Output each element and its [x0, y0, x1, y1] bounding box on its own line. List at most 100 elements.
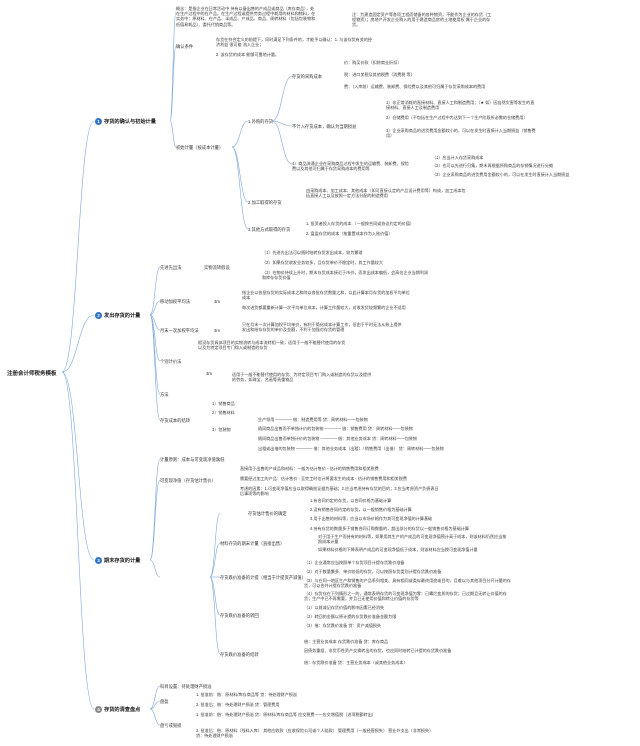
branch-1-label: 存货的确认与初始计量 [104, 119, 156, 125]
b3-nrv[interactable]: 可变现净值（存货估计售价） [160, 478, 216, 483]
b2-principle-desc[interactable]: 实物流转假设 [204, 265, 230, 270]
b1-purchase[interactable]: 1.外购的存货 [248, 119, 274, 124]
b3-estimate-1: 1.有合同约定的存货，以合同价格为基础计算 [310, 498, 392, 503]
b2-weighted-2: 每次进货都要重新计算一次平均单位成本，计算工作量较大，对收发货较频繁的企业不适用 [242, 305, 406, 310]
b2-specific-tag: 3m [206, 371, 212, 376]
b2-weighted[interactable]: 移动加权平均法 [160, 299, 191, 304]
b2-monthly-tag: 3m [214, 328, 220, 333]
b3-estimate[interactable]: 存货估计售价的确定 [248, 511, 287, 516]
b1-recognize-2: 2. 该存货的成本 能够可靠地计量。 [216, 52, 279, 57]
b2-method[interactable]: 方法 [160, 392, 169, 397]
b1-price: 价：购买价款（扣除商业折扣） [344, 60, 402, 65]
b4-loss[interactable]: 盘亏或毁损 [160, 723, 182, 728]
c3d [209, 512, 221, 578]
c2f [149, 314, 161, 421]
b3-reverse[interactable]: 存货跌价准备的转回 [220, 613, 259, 618]
b2-carry-3: 3）包装物 [212, 427, 231, 432]
b1-other-4b: （2）也可以先进行归集，期末再根据所购商品的存销情况进行分摊 [432, 163, 553, 168]
b3-nrv-1: 直接用于出售的产成品和材料：一般为估计售价 - 估计的销售费用和相关税费 [240, 466, 379, 471]
b3-writeoff-2: 因债务重组、非货币性资产交换转出的存货，也应同时结转已计提的存货跌价准备 [304, 648, 452, 653]
b1-other-1: 1）非正常消耗的直接材料、直接人工和制造费用；（★ 如）因自然灾害等发生的直接材… [386, 100, 535, 111]
b2-fifo-1: （1）先进先出法可以随时结转存货发出成本，较为繁琐 [262, 250, 363, 255]
b1-other-cost[interactable]: 不计入存货成本，确认为当期损益 [292, 124, 357, 129]
b2-fifo-3: （3）在物价持续上升时，期末存货成本接近于市价，而发出成本偏低，会高估企业当期利… [262, 270, 429, 281]
b1-process-text: 由采购成本、加工成本、其他成本（如可直接认定的产品设计费用等）构成，加工成本包括… [306, 188, 466, 199]
b3-provision-2: （2）对于数量繁多、单价较低的存货，可以按照存货类别计提存货跌价准备 [304, 569, 442, 574]
c4c [149, 708, 161, 726]
b3-estimate-3: 3.用于出售的材料等，应当以市场价格作为其可变现净值的计算基础 [310, 516, 433, 521]
b1-other-2: 2）仓储费用（不包括在生产过程中为达到下一个生产阶段所必需的仓储费用） [386, 115, 528, 120]
b3-reverse-1: （1）以前减记存货价值的影响因素已经消失 [304, 605, 385, 610]
c3b [149, 479, 161, 561]
b3-nrv-3: 考虑的因素：1.可变现净值应当以取得确凿证据为基础；2.应当考虑持有存货的目的；… [240, 486, 439, 497]
branch-2-label: 发出存货的计量 [104, 313, 141, 319]
b3-reverse-2: （2）转回的金额以原计提的存货跌价准备金额为限 [304, 614, 397, 619]
b2-carry-3d: 出租或出借的包装物 ———— 借：其他业务成本（出租）/ 销售费用（出借） 贷：… [258, 446, 444, 451]
b1-concept: 概念：是指企业在日常活动中 持有以备出售的产成品或商品（库存商品），处在生产过程… [176, 6, 316, 27]
b1-recognize[interactable]: 确认条件 [176, 44, 194, 49]
b1-other-way[interactable]: 3.其他方式取得的存货 [248, 227, 291, 232]
b2-monthly-1: 只在月末一次计算加权平均单价，有利于简化成本计算工作，但由于平时无法从账上提供发… [242, 322, 402, 333]
b1-tax: 税：进口关税及其他税费（消费税 等） [344, 72, 415, 77]
b4-loss-2: 2. 批准后：借：原材料（残料入库） 其他应收款（应收保险公司或个人赔款） 管理… [196, 728, 434, 739]
c1c [169, 120, 177, 148]
b3-estimate-2: 2.没有销售合同约定的存货，以一般销售价格为基础计算 [310, 507, 412, 512]
b3-principle[interactable]: 计量原则：成本与可变现净值孰低 [160, 457, 225, 462]
b1-fee: 费：（入库前）运输费、装卸费、保险费以及其他可归属于存货采购成本的费用 [344, 84, 486, 89]
c1f [231, 146, 249, 230]
b2-specific-2: 适用于一般不能替代使用的存货、为特定项目专门购入或制造的存货以及提供的劳务，如珠… [232, 372, 372, 383]
b1-process[interactable]: 2.加工取得的存货 [248, 200, 282, 205]
b2-monthly[interactable]: 月末一次加权平均法 [160, 328, 199, 333]
branch-3-badge: 3 [95, 557, 102, 565]
c1d [231, 120, 249, 148]
b4-surplus[interactable]: 盘盈 [160, 699, 169, 704]
b3-provision[interactable]: 存货跌价准备的计提（相当于计提资产减值） [220, 575, 306, 580]
b1-cost[interactable]: 存货的采购成本 [292, 74, 323, 79]
b2-fifo-2: （2）如果存货收发业务较多，且存货单价不稳定时，其工作量较大 [262, 260, 383, 265]
c1i [271, 120, 293, 165]
b3-material[interactable]: 材料存货的期末计量（直接出售） [220, 541, 285, 546]
c1h [271, 120, 293, 127]
b2-specific-1: 假设存货具体项目的实物流转与成本流转相一致，适用于一般不能替代使用的存货以及为特… [198, 340, 346, 351]
c1g [271, 75, 293, 122]
branch-4-badge: 4 [95, 706, 102, 714]
c4b [149, 700, 161, 710]
c-root-b2 [61, 314, 95, 373]
b3-nrv-2: 需要经过加工的产品：估计售价 - 至完工时估计将要发生的成本 - 估计的销售费用… [240, 476, 407, 481]
c3e [209, 542, 221, 578]
b3-provision-4: （4）存货存在下列情形之一的，通常表明存货的可变现净值为零：已霉烂变质的存货；已… [304, 591, 507, 602]
b3-writeoff-1: 借：主营业务成本 存货跌价准备 贷：库存商品 [304, 639, 389, 644]
b3-writeoff[interactable]: 存货跌价准备的结转 [220, 652, 259, 657]
b1-recognize-1: 存货在符合定义的前提下，同时满足下列条件的，才能予以确认：1. 与该存货有关的经… [216, 37, 373, 48]
b4-loss-1: 1. 批准前：借：待处理财产损溢 贷：原材料/库存商品等 应交税费——应交增值税… [196, 712, 376, 717]
c1a [169, 11, 177, 122]
b1-other-way-1: 1. 投资者投入存货的成本 （一般按合同或协议约定的价值） [306, 221, 415, 226]
b3-provision-1: （1）企业通常应当按照单个存货项目计提存货跌价准备 [304, 560, 405, 565]
b3-material-1: 对于用于生产而持有的材料等，如果用其生产的产成品的可变现净值预计高于成本，则该材… [318, 534, 507, 545]
c3c [149, 559, 161, 578]
b3-writeoff-3: 借：存货跌价准备 贷：主营业务成本（或其他业务成本） [304, 660, 408, 665]
b4-account[interactable]: 科目设置：待处理财产损溢 [160, 684, 212, 689]
b2-carry[interactable]: 存货成本的结转 [160, 418, 191, 423]
b1-concept-note: 注：为建造固定资产等各项工程而储备的各种物资，不能作为企业的存货（工程物资）；房… [352, 12, 492, 28]
b2-principle[interactable]: 先进先出法 [160, 265, 182, 270]
b1-other-4c: （3）企业采购商品的进货费用金额较小的，可以在发生时直接计入当期损益 [432, 172, 570, 177]
root-node[interactable]: 注册会计师税务模板 [7, 371, 57, 377]
b2-weighted-tag: 3m [214, 299, 220, 304]
b2-carry-1: 1）销售商品 [212, 401, 235, 406]
branch-1-badge: 1 [95, 118, 102, 126]
branch-2-badge: 2 [95, 312, 102, 320]
b1-initial[interactable]: 初始计量（按成本计量） [176, 145, 224, 150]
b3-material-2: 如果材料价格的下降表明产成品的可变现净值低于成本，则该材料应当按可变现净值计量 [318, 547, 478, 552]
c3g [209, 576, 221, 616]
c-root-b1 [61, 120, 95, 373]
b2-carry-3b: 随同商品出售而不单独计价的包装物 ———— 借：销售费用 贷：周转材料——包装物 [258, 426, 413, 431]
b2-specific[interactable]: 个别计价法 [160, 359, 182, 364]
b3-reverse-3: （3）借：存货跌价准备 贷：资产减值损失 [304, 623, 382, 628]
b4-surplus-1: 1. 批准前：借：原材料/库存商品等 贷：待处理财产损溢 [196, 692, 297, 697]
b1-other-4a: （1）应当计入存货采购成本 [432, 155, 484, 160]
